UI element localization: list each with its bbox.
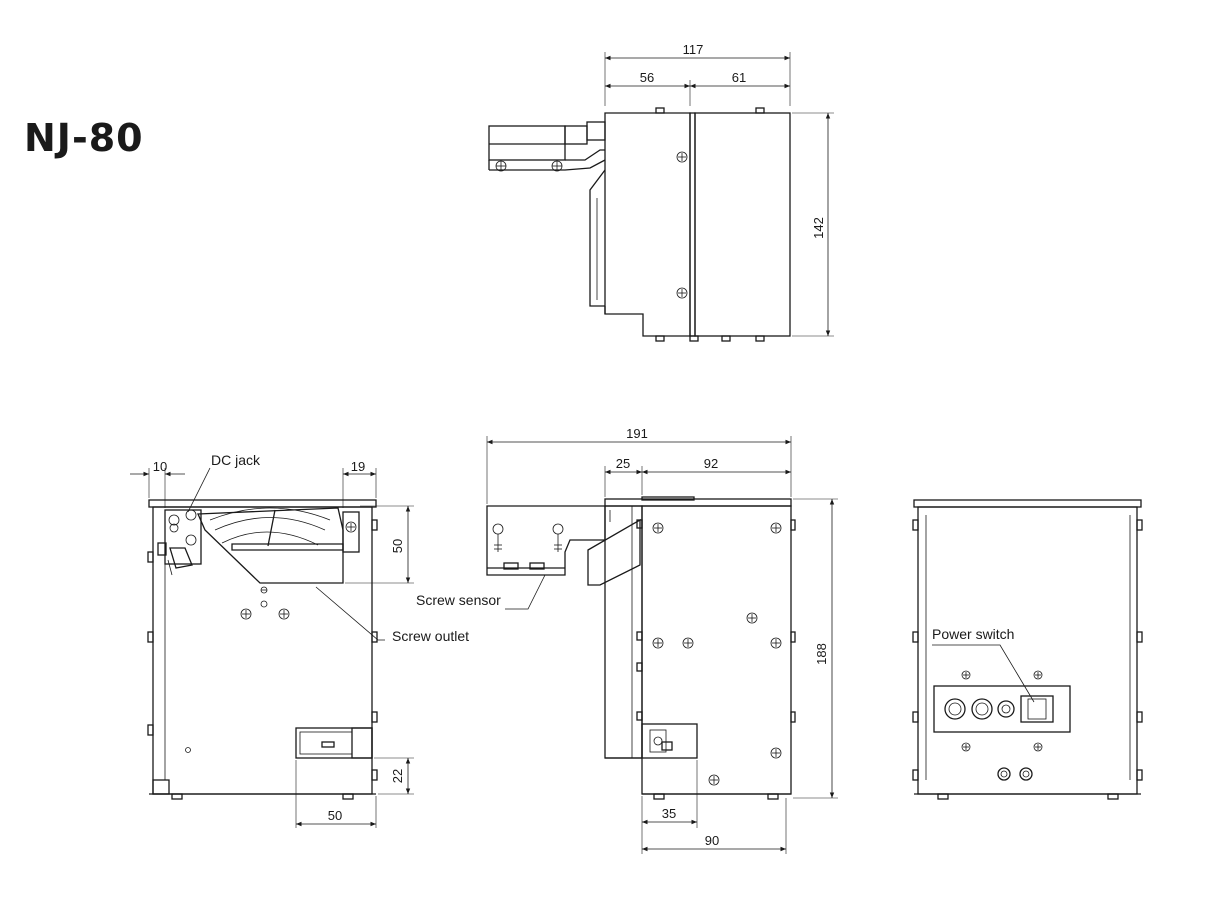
dim-top-total: 117 <box>683 42 704 57</box>
dc-jack-label: DC jack <box>211 452 261 468</box>
dim-front-bottom-width: 50 <box>328 808 342 823</box>
dim-front-right: 19 <box>351 459 365 474</box>
rear-view: Power switch <box>912 499 1143 800</box>
dim-front-left: 10 <box>153 459 167 474</box>
dim-front-height: 50 <box>390 539 405 553</box>
screw-outlet-label: Screw outlet <box>392 628 469 644</box>
front-view: 10 19 50 22 50 DC jack Screw outlet <box>130 452 469 828</box>
dim-side-bottom-total: 90 <box>705 833 719 848</box>
dim-top-right: 61 <box>732 70 746 85</box>
dim-side-total: 191 <box>626 426 648 441</box>
power-switch <box>1020 695 1054 723</box>
side-bracket-screw-right <box>552 523 564 552</box>
dim-side-height: 188 <box>814 643 829 665</box>
page-title: NJ-80 <box>24 116 144 160</box>
top-view: 117 56 61 142 <box>488 42 834 342</box>
dim-front-bottom-height: 22 <box>390 769 405 783</box>
bracket-screw-right <box>551 160 563 172</box>
screw-sensor-label: Screw sensor <box>416 592 501 608</box>
bracket-screw-left <box>495 160 507 172</box>
dim-side-bottom-small: 35 <box>662 806 676 821</box>
dim-side-left: 25 <box>616 456 630 471</box>
dim-side-right: 92 <box>704 456 718 471</box>
dim-top-left: 56 <box>640 70 654 85</box>
side-view: 191 25 92 188 35 90 Screw sensor <box>416 426 838 854</box>
dim-top-height: 142 <box>811 217 826 239</box>
side-bracket-screw-left <box>492 523 504 552</box>
power-switch-label: Power switch <box>932 626 1014 642</box>
